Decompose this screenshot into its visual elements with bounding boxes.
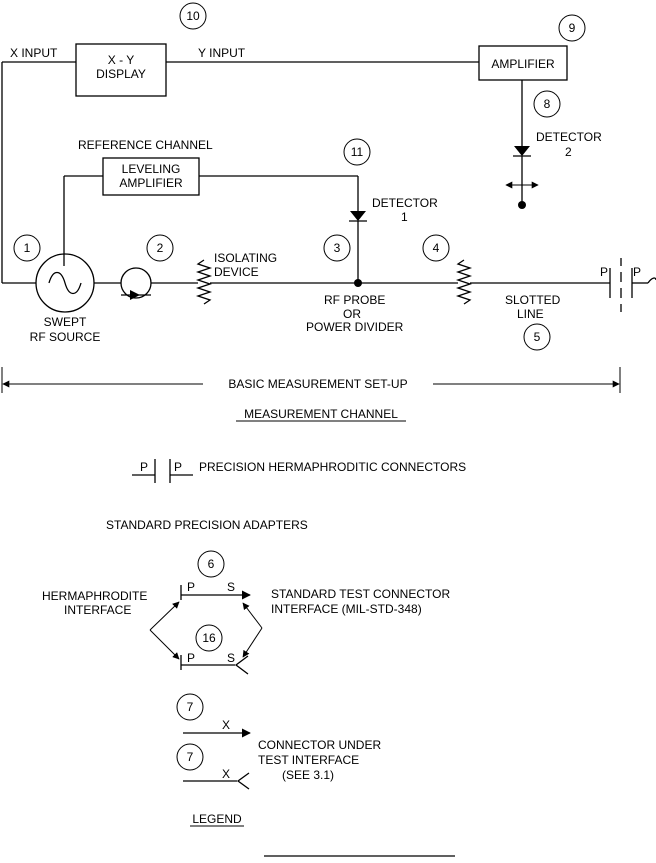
callouts: 10 9 8 11 1 2 3 4 5 6 16 7 7 bbox=[13, 2, 586, 771]
legend-hermaphroditic: P P PRECISION HERMAPHRODITIC CONNECTORS bbox=[132, 459, 466, 483]
reference-channel-label: REFERENCE CHANNEL bbox=[78, 138, 213, 152]
isolating-label-line1: ISOLATING bbox=[214, 251, 277, 265]
rf-probe-junction bbox=[354, 279, 362, 287]
detector-2: DETECTOR 2 bbox=[505, 130, 602, 209]
standard-test-connector-line2: INTERFACE (MIL-STD-348) bbox=[271, 602, 422, 616]
attenuator-resistor-icon bbox=[455, 259, 473, 305]
leveling-amplifier-line1: LEVELING bbox=[122, 162, 181, 176]
callout-6-text: 6 bbox=[208, 557, 215, 571]
standard-test-connector-line1: STANDARD TEST CONNECTOR bbox=[271, 587, 450, 601]
attenuator-pad-4 bbox=[455, 259, 473, 305]
isolator bbox=[120, 267, 152, 300]
callout-7a-text: 7 bbox=[187, 700, 194, 714]
isolating-resistor-icon bbox=[195, 259, 213, 305]
adapter-top-p: P bbox=[187, 580, 195, 594]
detector2-probe-tip bbox=[518, 201, 526, 209]
hermaphrodite-interface-line1: HERMAPHRODITE bbox=[42, 589, 147, 603]
adapter-bottom-p: P bbox=[187, 651, 195, 665]
amplifier-label: AMPLIFIER bbox=[491, 57, 555, 71]
output-connector: P P bbox=[600, 258, 656, 312]
basic-setup-label: BASIC MEASUREMENT SET-UP bbox=[228, 377, 407, 391]
callout-9: 9 bbox=[558, 14, 586, 42]
sine-wave-icon bbox=[48, 271, 82, 295]
rf-probe-line3: POWER DIVIDER bbox=[306, 320, 404, 334]
callout-16-text: 16 bbox=[202, 631, 216, 645]
connector-under-test-line2: TEST INTERFACE bbox=[258, 753, 359, 767]
adapter-bottom-s: S bbox=[227, 651, 235, 665]
callout-2: 2 bbox=[146, 234, 174, 262]
cut-bottom-x: X bbox=[222, 767, 230, 781]
callout-8-text: 8 bbox=[544, 97, 551, 111]
legend-p-left: P bbox=[140, 460, 148, 474]
connector-p-left: P bbox=[600, 265, 608, 279]
callout-4: 4 bbox=[422, 234, 450, 262]
callout-7b-text: 7 bbox=[187, 750, 194, 764]
legend-p-right: P bbox=[174, 460, 182, 474]
xy-display-line2: DISPLAY bbox=[96, 67, 146, 81]
adapter-diagram: P S P S HERMAPHRODITE INTERFACE STANDARD… bbox=[42, 580, 450, 675]
callout-3-text: 3 bbox=[334, 241, 341, 255]
leveling-amplifier-block: LEVELING AMPLIFIER bbox=[102, 157, 200, 196]
callout-2-text: 2 bbox=[157, 241, 164, 255]
adapter-top-s: S bbox=[227, 580, 235, 594]
callout-5-text: 5 bbox=[534, 330, 541, 344]
connector-under-test-line3: (SEE 3.1) bbox=[282, 768, 334, 782]
connector-under-test-legend: X X CONNECTOR UNDER TEST INTERFACE (SEE … bbox=[183, 718, 381, 790]
callout-9-text: 9 bbox=[569, 21, 576, 35]
connector-p-right: P bbox=[633, 265, 641, 279]
rf-probe-line1: RF PROBE bbox=[324, 293, 385, 307]
leveling-amplifier-line2: AMPLIFIER bbox=[119, 176, 183, 190]
hermaphroditic-connectors-label: PRECISION HERMAPHRODITIC CONNECTORS bbox=[199, 460, 466, 474]
signal-wiring bbox=[1, 61, 610, 287]
callout-11-text: 11 bbox=[351, 145, 364, 159]
slotted-line-line2: LINE bbox=[517, 307, 544, 321]
hermaphrodite-interface-line2: INTERFACE bbox=[64, 603, 131, 617]
measurement-channel-label: MEASUREMENT CHANNEL bbox=[244, 407, 398, 421]
xy-display-block: X - Y DISPLAY bbox=[75, 43, 167, 97]
amplifier-block: AMPLIFIER bbox=[478, 45, 568, 81]
callout-7a: 7 bbox=[176, 693, 204, 721]
isolating-label-line2: DEVICE bbox=[214, 265, 259, 279]
detector1-label-line2: 1 bbox=[401, 210, 408, 224]
detector-1: DETECTOR 1 bbox=[349, 196, 438, 224]
xy-display-line1: X - Y bbox=[108, 53, 134, 67]
connector-under-test-line1: CONNECTOR UNDER bbox=[258, 738, 381, 752]
y-input-label: Y INPUT bbox=[198, 46, 246, 60]
source-label-line2: RF SOURCE bbox=[30, 330, 101, 344]
detector1-label-line1: DETECTOR bbox=[372, 196, 438, 210]
callout-11: 11 bbox=[343, 138, 371, 166]
legend-title: LEGEND bbox=[192, 812, 242, 826]
callout-4-text: 4 bbox=[433, 241, 440, 255]
swept-rf-source: SWEPT RF SOURCE bbox=[30, 253, 101, 344]
callout-1-text: 1 bbox=[24, 241, 31, 255]
standard-adapters-label: STANDARD PRECISION ADAPTERS bbox=[106, 518, 308, 532]
callout-8: 8 bbox=[533, 90, 561, 118]
callout-16: 16 bbox=[195, 624, 223, 652]
adapter-bottom-female-icon bbox=[234, 655, 249, 675]
detector2-label-line2: 2 bbox=[565, 145, 572, 159]
dut-lead bbox=[647, 277, 656, 284]
callout-10-text: 10 bbox=[186, 9, 200, 23]
cut-female-icon bbox=[236, 772, 250, 790]
callout-1: 1 bbox=[13, 234, 41, 262]
callout-7b: 7 bbox=[176, 743, 204, 771]
measurement-span: BASIC MEASUREMENT SET-UP MEASUREMENT CHA… bbox=[1, 367, 621, 422]
callout-10: 10 bbox=[179, 2, 207, 30]
isolator-arrow-icon bbox=[130, 290, 140, 300]
slotted-line-line1: SLOTTED bbox=[505, 293, 561, 307]
detector2-diode-icon bbox=[514, 146, 530, 156]
callout-5: 5 bbox=[523, 323, 551, 351]
callout-6: 6 bbox=[197, 550, 225, 578]
detector1-diode-icon bbox=[350, 211, 366, 221]
x-input-label: X INPUT bbox=[10, 46, 58, 60]
source-label-line1: SWEPT bbox=[44, 315, 87, 329]
callout-3: 3 bbox=[323, 234, 351, 262]
detector2-label-line1: DETECTOR bbox=[536, 130, 602, 144]
cut-top-x: X bbox=[222, 718, 230, 732]
isolating-device: ISOLATING DEVICE bbox=[195, 251, 277, 305]
rf-probe-line2: OR bbox=[343, 307, 361, 321]
